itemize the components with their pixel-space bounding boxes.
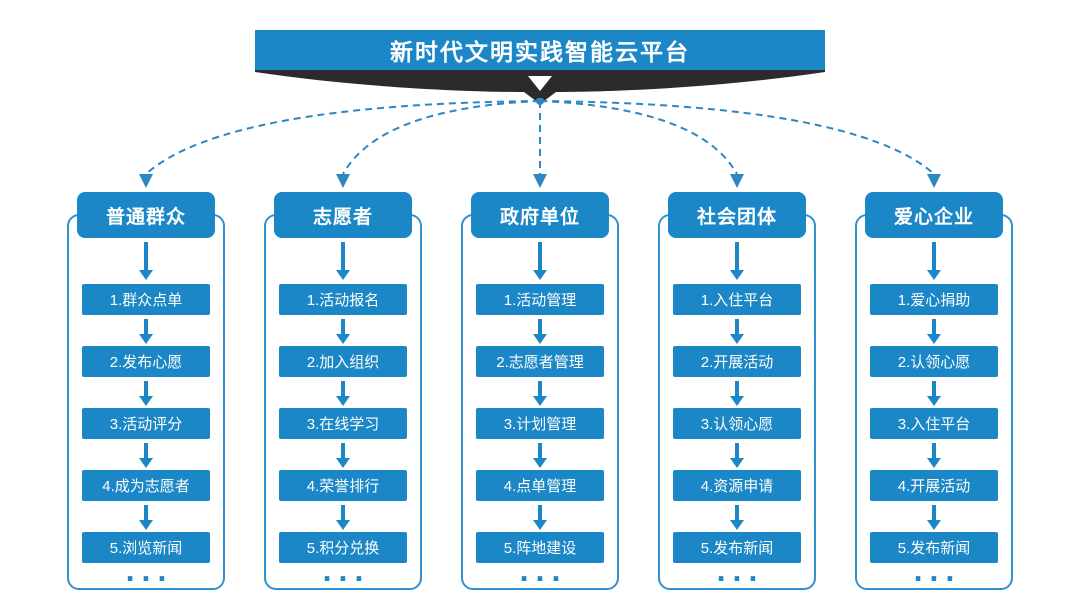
arrow-down-icon (932, 242, 936, 270)
arrow-down-icon (538, 505, 542, 520)
arrow-down-icon (341, 242, 345, 270)
column-header: 社会团体 (668, 192, 806, 238)
flow-step: 3.计划管理 (476, 408, 604, 439)
fan-origin-dot (536, 98, 544, 105)
column-social-groups: 社会团体 1.入住平台 2.开展活动 3.认领心愿 4.资源申请 5.发布新闻 … (658, 192, 816, 590)
flow-step: 2.志愿者管理 (476, 346, 604, 377)
connector-curve-2 (342, 100, 541, 175)
arrow-down-icon (538, 443, 542, 458)
flow-step: 4.资源申请 (673, 470, 801, 501)
flow-step: 4.荣誉排行 (279, 470, 407, 501)
arrow-down-icon (341, 381, 345, 396)
arrow-down-icon (735, 242, 739, 270)
flow-step: 2.发布心愿 (82, 346, 210, 377)
flow-step: 3.活动评分 (82, 408, 210, 439)
flow-step: 1.活动报名 (279, 284, 407, 315)
title-ribbon (255, 69, 825, 104)
flow-step: 1.爱心捐助 (870, 284, 998, 315)
flow-step: 3.入住平台 (870, 408, 998, 439)
flow-step: 1.活动管理 (476, 284, 604, 315)
arrow-down-icon (932, 381, 936, 396)
flow-step: 2.认领心愿 (870, 346, 998, 377)
flow-step: 5.积分兑换 (279, 532, 407, 563)
arrow-down-icon (144, 319, 148, 334)
ellipsis-more: ... (913, 552, 962, 588)
connector-arrowhead-3 (533, 174, 547, 188)
ellipsis-more: ... (322, 552, 371, 588)
columns-row: 普通群众 1.群众点单 2.发布心愿 3.活动评分 4.成为志愿者 5.浏览新闻… (0, 192, 1080, 590)
column-government: 政府单位 1.活动管理 2.志愿者管理 3.计划管理 4.点单管理 5.阵地建设… (461, 192, 619, 590)
arrow-down-icon (144, 242, 148, 270)
ellipsis-more: ... (519, 552, 568, 588)
flow-step: 1.群众点单 (82, 284, 210, 315)
title-banner-area: 新时代文明实践智能云平台 (0, 30, 1080, 105)
flow-step: 4.成为志愿者 (82, 470, 210, 501)
column-header: 爱心企业 (865, 192, 1003, 238)
arrow-down-icon (932, 443, 936, 458)
connector-curve-5 (539, 100, 935, 175)
arrow-down-icon (735, 381, 739, 396)
flow-step: 5.浏览新闻 (82, 532, 210, 563)
page-title: 新时代文明实践智能云平台 (255, 30, 825, 70)
ellipsis-more: ... (716, 552, 765, 588)
arrow-down-icon (735, 443, 739, 458)
down-arrow-icon (528, 76, 552, 91)
flow-step: 5.发布新闻 (870, 532, 998, 563)
flow-step: 3.在线学习 (279, 408, 407, 439)
column-header: 政府单位 (471, 192, 609, 238)
arrow-down-icon (341, 505, 345, 520)
flow-step: 5.阵地建设 (476, 532, 604, 563)
arrow-down-icon (538, 381, 542, 396)
arrow-down-icon (932, 319, 936, 334)
column-header: 普通群众 (77, 192, 215, 238)
flow-step: 2.开展活动 (673, 346, 801, 377)
arrow-down-icon (144, 505, 148, 520)
flow-step: 1.入住平台 (673, 284, 801, 315)
connector-arrowhead-4 (730, 174, 744, 188)
arrow-down-icon (538, 242, 542, 270)
ellipsis-more: ... (125, 552, 174, 588)
connector-arrowhead-1 (139, 174, 153, 188)
arrow-down-icon (144, 443, 148, 458)
column-volunteers: 志愿者 1.活动报名 2.加入组织 3.在线学习 4.荣誉排行 5.积分兑换 .… (264, 192, 422, 590)
arrow-down-icon (341, 443, 345, 458)
column-general-public: 普通群众 1.群众点单 2.发布心愿 3.活动评分 4.成为志愿者 5.浏览新闻… (67, 192, 225, 590)
arrow-down-icon (144, 381, 148, 396)
connector-fan (139, 98, 941, 188)
connector-arrowhead-5 (927, 174, 941, 188)
arrow-down-icon (735, 319, 739, 334)
connector-curve-1 (145, 100, 541, 175)
arrow-down-icon (538, 319, 542, 334)
connector-curve-4 (539, 100, 738, 175)
column-caring-enterprises: 爱心企业 1.爱心捐助 2.认领心愿 3.入住平台 4.开展活动 5.发布新闻 … (855, 192, 1013, 590)
flow-step: 3.认领心愿 (673, 408, 801, 439)
arrow-down-icon (932, 505, 936, 520)
flow-step: 4.点单管理 (476, 470, 604, 501)
connector-arrowhead-2 (336, 174, 350, 188)
flow-step: 4.开展活动 (870, 470, 998, 501)
arrow-down-icon (735, 505, 739, 520)
column-header: 志愿者 (274, 192, 412, 238)
arrow-down-icon (341, 319, 345, 334)
flow-step: 2.加入组织 (279, 346, 407, 377)
flow-step: 5.发布新闻 (673, 532, 801, 563)
